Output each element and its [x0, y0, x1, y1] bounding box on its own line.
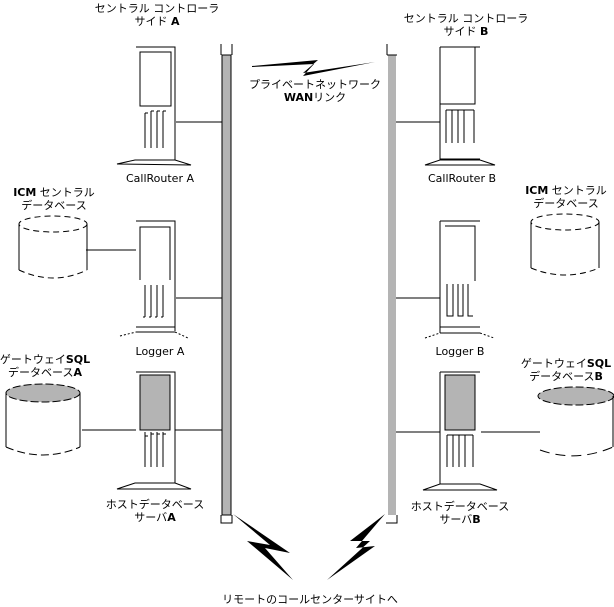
lan-bus-a — [220, 44, 233, 524]
host-database-server-a — [82, 371, 222, 490]
icm-database-a-label: ICM セントラル データベース — [4, 186, 104, 212]
host-b-line2: サーバB — [400, 513, 520, 526]
gw-db-a-sql: SQL — [65, 353, 91, 366]
logger-a-server — [86, 220, 222, 339]
wan-link-bolt — [252, 60, 375, 76]
logger-b-server — [396, 220, 495, 339]
gateway-sql-database-b-label: ゲートウェイSQL データベースB — [516, 357, 614, 383]
gw-db-b-db: データベース — [529, 370, 595, 383]
site-b-title-line2: サイド B — [381, 25, 551, 38]
site-a-title-line2: サイド A — [72, 15, 242, 28]
wan-label-line1: プライベートネットワーク — [249, 78, 381, 91]
host-a-line1: ホストデータベース — [105, 498, 205, 511]
icm-database-b-cylinder — [530, 213, 600, 276]
callrouter-b-label: CallRouter B — [427, 172, 497, 185]
site-a-title-line1: セントラル コントローラ — [94, 2, 220, 15]
remote-link-bolt-b — [327, 514, 385, 580]
remote-call-center-label: リモートのコールセンターサイトへ — [222, 593, 398, 606]
host-a-server: サーバ — [134, 511, 168, 524]
host-database-server-b — [396, 371, 540, 491]
gateway-sql-database-b-cylinder — [537, 386, 614, 457]
gw-db-a-letter: A — [73, 366, 82, 379]
host-b-line1: ホストデータベース — [410, 500, 510, 513]
gw-db-b-sql: SQL — [586, 357, 612, 370]
gw-db-b-letter: B — [594, 370, 603, 383]
gateway-sql-database-a-label: ゲートウェイSQL データベースA — [0, 353, 95, 379]
icm-db-b-line2: データベース — [533, 197, 599, 210]
icm-db-a-line1: ICM セントラル — [4, 186, 104, 199]
icm-db-a-suffix: セントラル — [36, 186, 95, 199]
icm-db-b-suffix: セントラル — [548, 184, 607, 197]
site-a-letter: A — [170, 15, 180, 28]
site-b-title-line1: セントラル コントローラ — [403, 12, 529, 25]
gw-db-a-db: データベース — [8, 366, 74, 379]
gw-db-a-prefix: ゲートウェイ — [0, 353, 66, 366]
icm-database-b-label: ICM セントラル データベース — [516, 184, 614, 210]
site-b-letter: B — [480, 25, 489, 38]
wan-link-label: プライベートネットワーク WANリンク — [240, 78, 390, 104]
callrouter-b-server — [396, 46, 496, 166]
icm-db-a-line2: データベース — [21, 199, 87, 212]
wan-label-line2: WANリンク — [240, 91, 390, 104]
gw-db-b-line1: ゲートウェイSQL — [516, 357, 614, 370]
gateway-sql-database-a-cylinder — [5, 383, 81, 456]
wan-label-suffix: リンク — [313, 91, 347, 104]
host-a-letter: A — [167, 511, 176, 524]
host-database-server-a-label: ホストデータベース サーバA — [95, 498, 215, 524]
icm-db-a-bold: ICM — [13, 186, 37, 199]
logger-b-label: Logger B — [435, 345, 485, 358]
site-b-title-prefix: サイド — [443, 25, 481, 38]
logger-a-label: Logger A — [135, 345, 185, 358]
callrouter-a-server — [116, 46, 222, 166]
icm-database-a-cylinder — [18, 215, 88, 279]
remote-link-bolt-a — [233, 514, 293, 580]
host-b-letter: B — [472, 513, 481, 526]
gw-db-a-line2: データベースA — [0, 366, 95, 379]
gw-db-b-line2: データベースB — [516, 370, 614, 383]
host-a-line2: サーバA — [95, 511, 215, 524]
site-a-title-prefix: サイド — [134, 15, 171, 28]
wan-label-bold: WAN — [283, 91, 314, 104]
site-a-title: セントラル コントローラ サイド A — [72, 2, 242, 28]
icm-db-b-line1: ICM セントラル — [516, 184, 614, 197]
icm-db-b-bold: ICM — [525, 184, 549, 197]
host-b-server: サーバ — [439, 513, 473, 526]
gw-db-a-line1: ゲートウェイSQL — [0, 353, 95, 366]
gw-db-b-prefix: ゲートウェイ — [520, 357, 587, 370]
callrouter-a-label: CallRouter A — [125, 172, 194, 185]
lan-bus-b — [386, 44, 398, 524]
site-b-title: セントラル コントローラ サイド B — [381, 12, 551, 38]
host-database-server-b-label: ホストデータベース サーバB — [400, 500, 520, 526]
